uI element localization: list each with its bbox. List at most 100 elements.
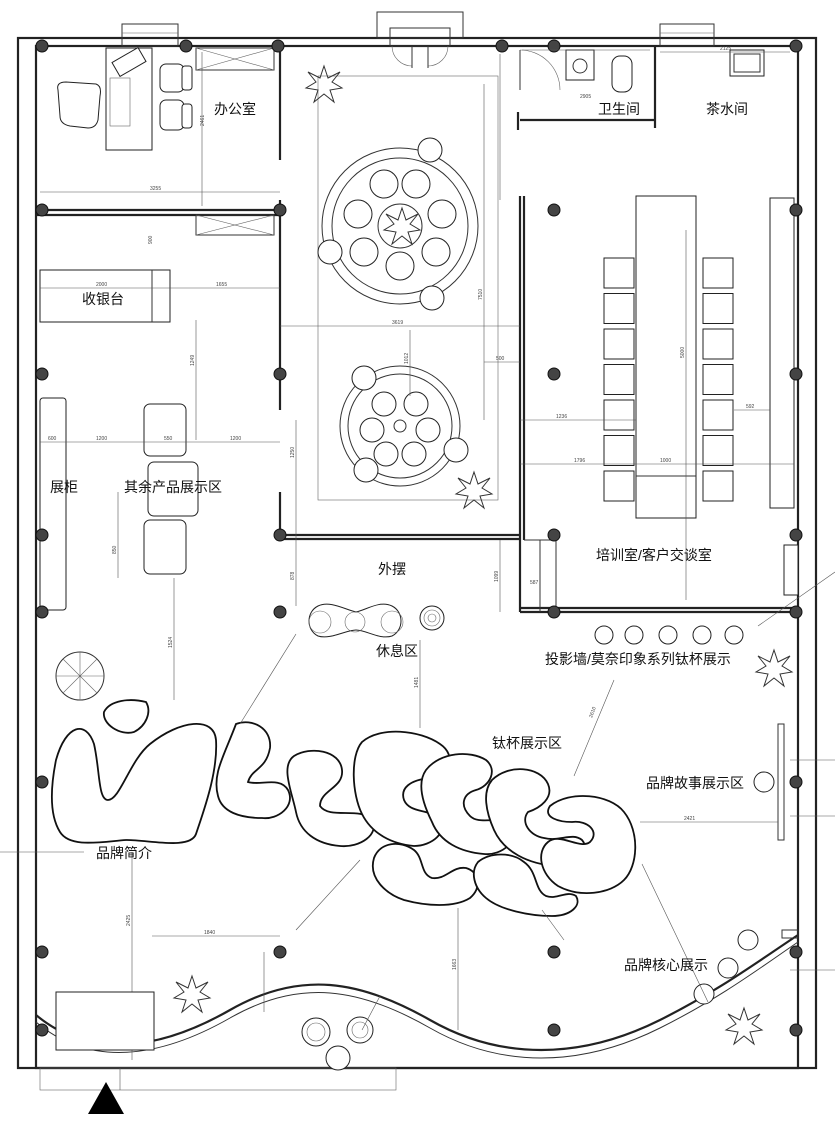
display-cabinets <box>39 197 799 611</box>
dim-1250: 1250 <box>290 447 296 458</box>
room-labels: 办公室 卫生间 茶水间 收银台 展柜 其余产品展示区 外摆 培训室/客户交谈室 … <box>50 101 748 973</box>
column <box>547 605 561 619</box>
column <box>789 1023 803 1037</box>
column <box>273 203 287 217</box>
column <box>35 605 49 619</box>
plant-icons <box>55 64 794 1046</box>
column <box>273 367 287 381</box>
chair <box>702 293 734 324</box>
column <box>789 945 803 959</box>
training-chairs-left <box>603 257 635 502</box>
organic-display-islands <box>51 699 637 917</box>
label-rest-area: 休息区 <box>376 643 418 659</box>
dim-1099: 1099 <box>494 571 500 582</box>
dim-3619: 3619 <box>392 320 403 326</box>
dim-1236: 1236 <box>556 414 567 420</box>
brand-intro-cabinet <box>55 991 155 1051</box>
label-projection-wall: 投影墙/莫奈印象系列钛杯展示 <box>545 651 731 667</box>
dim-550: 550 <box>164 436 173 442</box>
structural-columns <box>35 39 803 1037</box>
dim-2000: 2000 <box>96 282 107 288</box>
chair <box>702 470 734 502</box>
dim-2421: 2421 <box>684 816 695 822</box>
chair <box>603 257 635 289</box>
dim-1481: 1481 <box>414 677 420 688</box>
dim-1524: 1524 <box>168 637 174 648</box>
column <box>547 528 561 542</box>
dim-1200a: 1200 <box>96 436 107 442</box>
chair <box>603 293 635 324</box>
label-brand-intro: 品牌简介 <box>96 845 152 861</box>
column <box>35 367 49 381</box>
column <box>273 528 287 542</box>
dim-592: 592 <box>746 404 755 410</box>
dim-587: 587 <box>530 580 539 586</box>
column <box>273 605 287 619</box>
chair <box>702 257 734 289</box>
dim-1663: 1663 <box>452 959 458 970</box>
dim-1000: 1000 <box>660 458 671 464</box>
label-titanium-cup-display: 钛杯展示区 <box>492 735 562 751</box>
label-restroom: 卫生间 <box>598 101 640 117</box>
label-brand-story: 品牌故事展示区 <box>646 775 744 791</box>
dim-1655: 1655 <box>216 282 227 288</box>
column <box>35 528 49 542</box>
chair <box>603 328 635 360</box>
dim-900: 900 <box>148 235 154 244</box>
dim-1249: 1249 <box>190 355 196 366</box>
column <box>495 39 509 53</box>
dim-2125: 2125 <box>720 46 731 52</box>
dimension-values: 3255 2461 900 2000 1655 1249 3619 1012 7… <box>48 46 755 1006</box>
dimension-lines <box>0 49 835 1090</box>
column <box>35 39 49 53</box>
rest-area-stools <box>301 603 445 1071</box>
dim-5000: 5000 <box>680 347 686 358</box>
office-furniture <box>57 46 275 236</box>
round-table-large <box>317 75 499 501</box>
chair <box>702 364 734 395</box>
column <box>547 39 561 53</box>
chair <box>603 364 635 395</box>
column <box>789 367 803 381</box>
label-cashier: 收银台 <box>82 291 124 307</box>
column <box>35 775 49 789</box>
label-tea-room: 茶水间 <box>706 101 748 117</box>
round-table-small <box>339 365 469 487</box>
column <box>547 1023 561 1037</box>
chair <box>603 399 635 431</box>
cashier-counter <box>39 269 171 323</box>
dim-2610: 2610 <box>588 706 598 719</box>
column <box>273 945 287 959</box>
training-chairs-right <box>702 257 734 502</box>
label-office: 办公室 <box>214 101 256 117</box>
label-brand-core: 品牌核心展示 <box>624 957 708 973</box>
column <box>35 945 49 959</box>
column <box>789 203 803 217</box>
column <box>789 605 803 619</box>
dim-3255: 3255 <box>150 186 161 192</box>
dim-1200b: 1200 <box>230 436 241 442</box>
dim-1840: 1840 <box>204 930 215 936</box>
column <box>179 39 193 53</box>
dim-850: 850 <box>112 545 118 554</box>
label-outdoor-display: 外摆 <box>378 561 406 577</box>
training-table <box>635 195 697 519</box>
column <box>547 203 561 217</box>
projection-wall-cups <box>594 625 775 1005</box>
restroom-fixtures <box>519 49 765 93</box>
dim-500: 500 <box>496 356 505 362</box>
chair <box>603 470 635 502</box>
column <box>789 39 803 53</box>
entry-arrow-icon <box>88 1082 124 1114</box>
dim-2425: 2425 <box>126 915 132 926</box>
column <box>789 775 803 789</box>
column <box>35 1023 49 1037</box>
dim-1012: 1012 <box>404 353 410 364</box>
chair <box>603 435 635 466</box>
column <box>789 528 803 542</box>
chair <box>702 399 734 431</box>
dim-2905: 2905 <box>580 94 591 100</box>
label-other-products: 其余产品展示区 <box>124 479 222 495</box>
column <box>35 203 49 217</box>
